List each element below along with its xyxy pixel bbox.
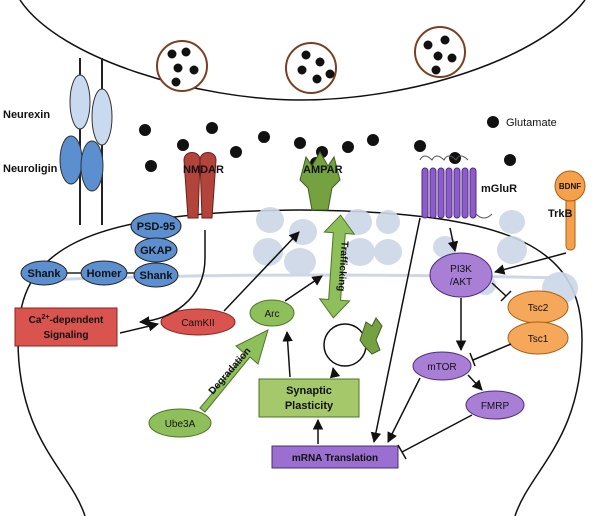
postsynaptic-membrane [17, 209, 583, 516]
mrna-translation-box [271, 445, 399, 469]
glutamate-label: Glutamate [506, 117, 557, 129]
tsc1-node [507, 321, 569, 355]
psd95-label: PSD-95 [137, 221, 176, 233]
arrow-plasticity-to-arc [282, 330, 293, 378]
inhibit-fmrp-mrna [401, 414, 473, 453]
pathway-arrows [119, 217, 567, 460]
arrow-mtor-to-mrna [387, 377, 421, 443]
ca-signaling-line1: Ca2+-dependent [29, 314, 104, 326]
mrna-translation-label: mRNA Translation [292, 453, 378, 464]
camkii-node [160, 308, 236, 336]
fmrp-label: FMRP [481, 401, 510, 412]
ca-signaling-line2: Signaling [44, 330, 89, 341]
mglur-receptor [419, 155, 493, 219]
degradation-label: Degradation [207, 346, 254, 397]
trkb-label: TrkB [548, 208, 573, 220]
vesicle-1 [156, 40, 208, 92]
arrow-nmdar-to-ca [138, 257, 206, 327]
presynaptic-membrane [19, 0, 586, 101]
ampar-receptor [299, 150, 341, 211]
arrow-arc-to-trafficking [284, 275, 323, 302]
tsc2-label: Tsc2 [528, 303, 549, 314]
neuroligin-label: Neuroligin [3, 163, 58, 175]
inhibit-pi3k-tsc2 [491, 282, 507, 297]
glutamate-molecules [139, 116, 516, 172]
arrow-mtor-to-fmrp [467, 374, 483, 391]
degradation-arrow [199, 329, 269, 413]
arrow-mglur-to-mrna [370, 217, 421, 444]
synaptic-plasticity-line1: Synaptic [286, 385, 332, 397]
nmdar-receptor [183, 152, 217, 219]
mglur-label: mGluR [481, 183, 517, 195]
synaptic-plasticity-box [258, 378, 360, 418]
gkap-label: GKAP [140, 245, 172, 257]
arrow-mglur-to-pi3k [447, 227, 459, 253]
shank-left-label: Shank [27, 268, 61, 280]
arrow-camkii-to-ampar [223, 231, 300, 312]
pi3k-label-line1: PI3K [450, 264, 472, 275]
ca-signaling-box [14, 307, 118, 347]
inhibit-pi3k-tsc2-bar [500, 290, 512, 302]
mtor-label: mTOR [427, 362, 456, 373]
nmdar-label: NMDAR [183, 164, 224, 176]
neurexin-neuroligin [59, 58, 113, 225]
camkii-label: CamKII [181, 318, 214, 329]
trafficking-label: Trafficking [335, 241, 350, 292]
ampar-label: AMPAR [303, 164, 343, 176]
bdnf-label: BDNF [559, 182, 581, 191]
arrow-plasticity-to-endosome [329, 366, 341, 379]
fmrp-node [465, 390, 525, 420]
pi3k-akt-node [429, 252, 493, 298]
scaffold-proteins [20, 212, 182, 288]
ube3a-label: Ube3A [165, 419, 196, 430]
arrow-ca-to-camkii [119, 321, 160, 334]
synaptic-plasticity-line2: Plasticity [285, 400, 334, 412]
arc-node [249, 299, 295, 327]
arc-label: Arc [265, 309, 280, 320]
trkb-receptor [554, 170, 586, 251]
trafficking-arrow [318, 214, 356, 319]
vesicle-2 [285, 42, 337, 94]
neurexin-label: Neurexin [3, 109, 50, 121]
pi3k-label-line2: /AKT [450, 277, 472, 288]
inhibit-tsc1-mtor-bar [469, 352, 476, 367]
vesicle-3 [414, 26, 466, 78]
homer-label: Homer [87, 268, 123, 280]
inhibit-tsc1-mtor [472, 343, 512, 361]
mtor-node [412, 351, 472, 381]
tsc1-label: Tsc1 [528, 334, 549, 345]
ube3a-node [148, 408, 212, 438]
inhibit-fmrp-mrna-bar [397, 444, 407, 460]
shank-right-label: Shank [139, 270, 173, 282]
arrow-trkb-to-pi3k [493, 252, 567, 275]
endosome [323, 317, 383, 367]
